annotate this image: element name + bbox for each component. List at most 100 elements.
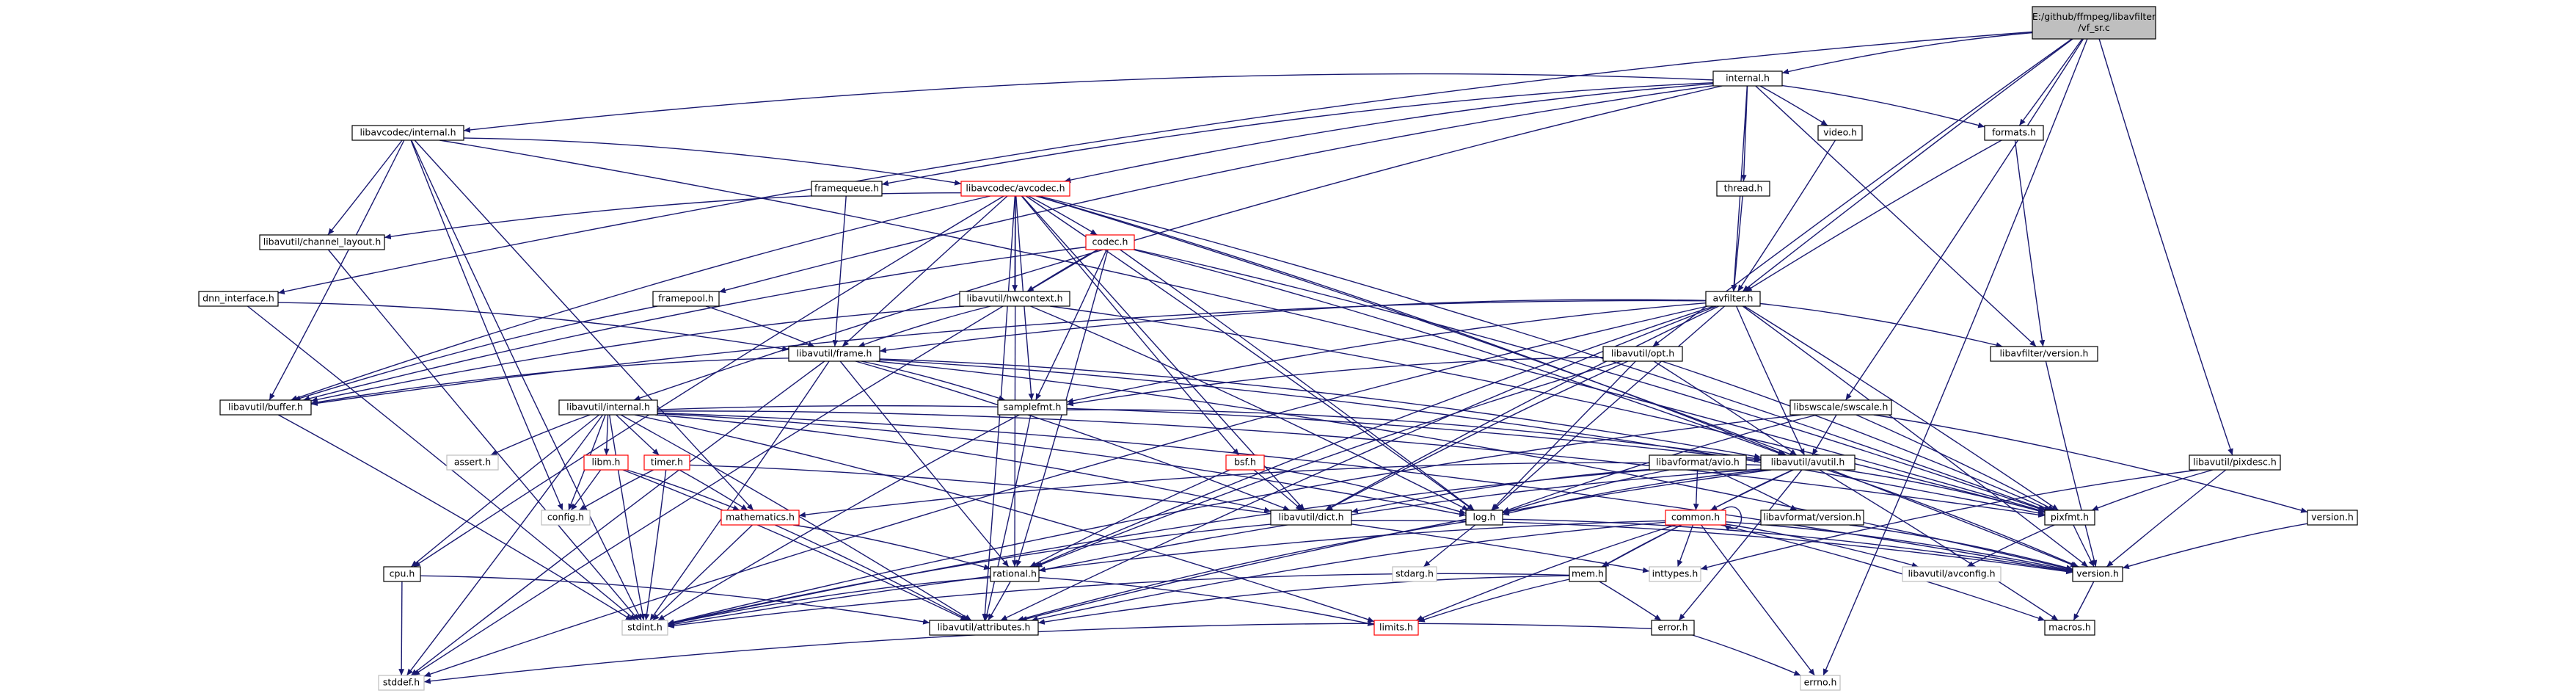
node-assert_h[interactable]: assert.h (446, 454, 499, 471)
node-channel_layout_h[interactable]: libavutil/channel_layout.h (259, 234, 385, 250)
node-inttypes_h[interactable]: inttypes.h (1649, 566, 1701, 582)
node-label: codec.h (1092, 236, 1128, 247)
node-version_h[interactable]: version.h (2072, 566, 2123, 582)
node-label: config.h (547, 512, 584, 523)
node-label: mem.h (1572, 568, 1604, 579)
node-box (1789, 399, 1892, 416)
node-dnn_interface_h[interactable]: dnn_interface.h (198, 291, 279, 307)
edge-avfilter_h-to-attributes_h (1000, 305, 1717, 621)
node-framequeue_h[interactable]: framequeue.h (811, 181, 883, 197)
node-rational_h[interactable]: rational.h (990, 566, 1040, 582)
node-codec_h[interactable]: codec.h (1085, 234, 1135, 250)
node-attributes_h[interactable]: libavutil/attributes.h (929, 620, 1039, 636)
edge-layer (247, 31, 2308, 684)
edge-hwcontext_h-to-log_h (1030, 305, 1469, 511)
node-lavc_internal_h[interactable]: libavcodec/internal.h (351, 125, 464, 141)
edge-avcodec_h-to-channel_layout_h (384, 192, 962, 240)
node-label: samplefmt.h (1004, 402, 1062, 413)
node-avfilter_h[interactable]: avfilter.h (1705, 291, 1761, 307)
node-libm_h[interactable]: libm.h (583, 454, 629, 471)
edge-dnn_interface_h-to-frame_h (277, 302, 789, 352)
node-macros_h[interactable]: macros.h (2044, 620, 2095, 636)
edge-buffer_h-to-stdint_h (277, 414, 633, 621)
node-bsf_h[interactable]: bsf.h (1225, 454, 1265, 471)
edge-frame_h-to-dict_h (855, 360, 1291, 511)
edge-root-to-swscale_h (1845, 38, 2084, 401)
node-timer_h[interactable]: timer.h (643, 454, 690, 471)
node-pixfmt_h[interactable]: pixfmt.h (2044, 510, 2095, 526)
node-dict_h[interactable]: libavutil/dict.h (1270, 510, 1352, 526)
edge-codec_h-to-samplefmt_h (1035, 249, 1107, 401)
edge-mem_h-to-stdint_h (667, 573, 1570, 628)
node-label: libavutil/pixdesc.h (2193, 457, 2277, 468)
node-video_h[interactable]: video.h (1817, 125, 1863, 141)
node-label: libm.h (592, 457, 621, 468)
edge-libm_h-to-mathematics_h (626, 469, 740, 511)
node-cpu_h[interactable]: cpu.h (383, 566, 421, 582)
node-lavf_version_h[interactable]: libavformat/version.h (1760, 510, 1864, 526)
node-limits_h[interactable]: limits.h (1373, 620, 1419, 636)
node-label: libavfilter/version.h (2000, 348, 2089, 359)
node-sws_version_h[interactable]: version.h (2307, 510, 2358, 526)
node-label: internal.h (1726, 73, 1770, 84)
node-hwcontext_h[interactable]: libavutil/hwcontext.h (959, 291, 1070, 307)
node-label: libavformat/avio.h (1656, 457, 1740, 468)
node-box (2189, 454, 2281, 471)
edge-internal_h-to-framequeue_h (881, 82, 1714, 186)
node-internal_h[interactable]: internal.h (1712, 70, 1783, 87)
node-root[interactable]: E:/github/ffmpeg/libavfilter/vf_sr.c (2032, 6, 2156, 40)
node-box (1716, 181, 1770, 197)
node-avio_h[interactable]: libavformat/avio.h (1649, 454, 1747, 471)
node-box (1817, 125, 1863, 141)
edge-rational_h-to-limits_h (1038, 576, 1375, 626)
node-stddef_h[interactable]: stddef.h (378, 675, 425, 691)
node-opt_h[interactable]: libavutil/opt.h (1602, 346, 1683, 362)
node-box (1392, 566, 1437, 582)
node-box (960, 181, 1070, 197)
node-log_h[interactable]: log.h (1465, 510, 1503, 526)
edge-lavu_internal_h-to-dict_h (654, 414, 1271, 513)
node-frame_h[interactable]: libavutil/frame.h (788, 346, 880, 362)
edge-common_h-to-version_h (1725, 521, 2073, 573)
node-pixdesc_h[interactable]: libavutil/pixdesc.h (2189, 454, 2281, 471)
node-formats_h[interactable]: formats.h (1984, 125, 2044, 141)
edge-common_h-to-errno_h (1701, 524, 1815, 676)
node-avcodec_h[interactable]: libavcodec/avcodec.h (960, 181, 1070, 197)
node-buffer_h[interactable]: libavutil/buffer.h (219, 399, 312, 416)
node-label: assert.h (454, 457, 491, 468)
edge-avcodec_h-to-cpu_h (413, 195, 1004, 568)
node-lavfi_version_h[interactable]: libavfilter/version.h (1990, 346, 2098, 362)
edge-hwcontext_h-to-frame_h (858, 305, 991, 347)
node-error_h[interactable]: error.h (1651, 620, 1695, 636)
node-lavu_internal_h[interactable]: libavutil/internal.h (558, 399, 658, 416)
edge-log_h-to-attributes_h (1017, 521, 1467, 622)
node-errno_h[interactable]: errno.h (1800, 675, 1841, 691)
node-framepool_h[interactable]: framepool.h (652, 291, 720, 307)
node-stdarg_h[interactable]: stdarg.h (1392, 566, 1437, 582)
node-avutil_h[interactable]: libavutil/avutil.h (1760, 454, 1856, 471)
edge-codec_h-to-log_h (1120, 249, 1475, 511)
node-common_h[interactable]: common.h (1665, 510, 1726, 526)
node-box (1760, 454, 1856, 471)
edge-framequeue_h-to-frame_h (832, 195, 847, 347)
node-label: libavutil/opt.h (1611, 348, 1674, 359)
node-stdint_h[interactable]: stdint.h (621, 620, 668, 636)
node-label: dnn_interface.h (202, 293, 274, 304)
node-mem_h[interactable]: mem.h (1569, 566, 1607, 582)
edge-frame_h-to-rational_h (839, 360, 1010, 568)
node-thread_h[interactable]: thread.h (1716, 181, 1770, 197)
edge-avcodec_h-to-bsf_h (1021, 195, 1240, 456)
node-label: libavutil/avutil.h (1771, 457, 1845, 468)
edge-mem_h-to-attributes_h (1037, 575, 1570, 625)
edge-frame_h-to-buffer_h (310, 358, 789, 405)
edge-dict_h-to-stdint_h (667, 523, 1271, 626)
node-mathematics_h[interactable]: mathematics.h (720, 510, 800, 526)
node-config_h[interactable]: config.h (541, 510, 591, 526)
node-label: inttypes.h (1652, 568, 1699, 579)
edge-opt_h-to-pixfmt_h (1661, 360, 2051, 511)
node-samplefmt_h[interactable]: samplefmt.h (997, 399, 1068, 416)
node-swscale_h[interactable]: libswscale/swscale.h (1789, 399, 1892, 416)
node-avconfig_h[interactable]: libavutil/avconfig.h (1902, 566, 2002, 582)
edge-bsf_h-to-log_h (1263, 466, 1467, 515)
node-box (990, 566, 1040, 582)
